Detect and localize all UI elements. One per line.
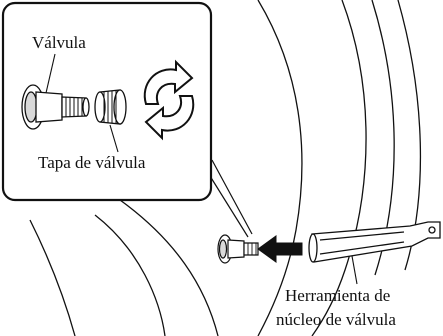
- push-arrow-icon: [257, 235, 303, 263]
- callout-line: [204, 167, 249, 238]
- core-tool-label-line1: Herramienta de: [285, 286, 391, 305]
- inset-valve-cap: [94, 89, 127, 125]
- valve-label: Válvula: [32, 33, 86, 52]
- tire-line: [119, 199, 219, 336]
- valve-core-tool: [308, 221, 441, 263]
- callout-line: [211, 159, 253, 235]
- valve-leader: [45, 53, 56, 94]
- tire-line: [257, 0, 303, 336]
- inset-valve-stem: [21, 84, 90, 130]
- tire-line: [29, 219, 76, 336]
- tool-leader: [351, 255, 358, 285]
- tire-line: [311, 0, 367, 336]
- tire-line: [94, 214, 166, 336]
- rotate-arrows-icon: [143, 59, 195, 141]
- cap-leader: [109, 124, 119, 153]
- rim-valve: [217, 234, 259, 264]
- core-tool-label-line2: núcleo de válvula: [276, 310, 396, 329]
- valve-cap-label: Tapa de válvula: [38, 153, 146, 172]
